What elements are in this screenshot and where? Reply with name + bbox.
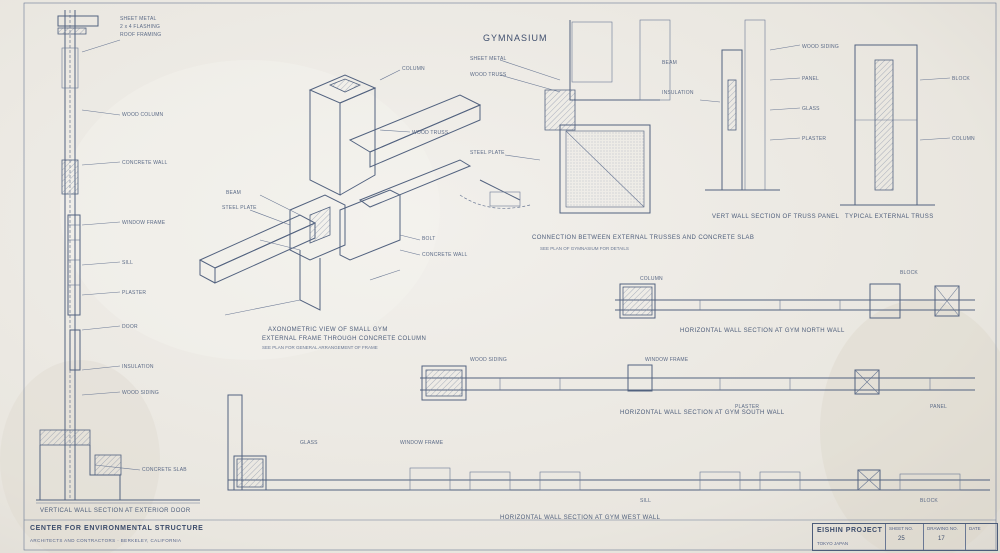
caption-vertical-wall: VERTICAL WALL SECTION AT EXTERIOR DOOR [40,508,191,514]
vertical-wall-section [36,10,200,504]
caption-connection-sub: SEE PLAN OF GYMNASIUM FOR DETAILS [540,246,629,251]
note-label: BEAM [226,190,241,196]
note-label: PLASTER [735,404,760,410]
gym-title: GYMNASIUM [483,33,548,43]
note-label: STEEL PLATE [222,205,257,211]
project-name: EISHIN PROJECT [817,527,883,534]
note-label: 2 x 4 FLASHING [120,24,161,30]
note-label: PANEL [802,76,820,82]
note-label: SILL [122,260,134,266]
note-label: BLOCK [920,498,938,504]
date-label: DATE [969,526,981,531]
note-label: GLASS [300,440,318,446]
firm-subtitle: ARCHITECTS AND CONTRACTORS · BERKELEY, C… [30,538,182,543]
caption-axonometric: AXONOMETRIC VIEW OF SMALL GYM [268,327,388,333]
hws-south [420,364,975,401]
sheet-cell: SHEET NO. 25 [885,524,923,550]
note-label: BLOCK [952,76,970,82]
note-label: PLASTER [802,136,827,142]
note-label: PLASTER [122,290,147,296]
hws-west [227,394,990,491]
note-label: STEEL PLATE [470,150,505,156]
gym-connection-section [459,19,671,214]
project-location: TOKYO JAPAN [817,541,849,546]
note-label: CONCRETE WALL [122,160,168,166]
note-label: SILL [640,498,652,504]
note-label: CONCRETE WALL [422,252,468,258]
note-label: WINDOW FRAME [400,440,444,446]
note-label: INSULATION [122,364,154,370]
note-label: PANEL [930,404,948,410]
caption-axonometric-sub: EXTERNAL FRAME THROUGH CONCRETE COLUMN [262,336,427,342]
note-label: WOOD TRUSS [470,72,507,78]
note-label: WOOD TRUSS [412,130,449,136]
right-wall-section [699,19,801,191]
note-label: INSULATION [662,90,694,96]
paper-stain [0,360,160,553]
caption-truss: TYPICAL EXTERNAL TRUSS [845,214,934,220]
drawing-label: DRAWING NO. [927,526,958,531]
caption-hws-west: HORIZONTAL WALL SECTION AT GYM WEST WALL [500,515,661,521]
caption-hws-north: HORIZONTAL WALL SECTION AT GYM NORTH WAL… [680,328,845,334]
firm-name: CENTER FOR ENVIRONMENTAL STRUCTURE [30,525,204,532]
note-label: COLUMN [402,66,425,72]
axonometric-frame [198,69,482,316]
title-block-box: EISHIN PROJECT TOKYO JAPAN SHEET NO. 25 … [812,523,998,551]
sheet-number: 25 [898,536,905,542]
caption-axonometric-note: SEE PLAN FOR GENERAL ARRANGEMENT OF FRAM… [262,345,378,350]
paper-stain [820,300,1000,553]
note-label: SHEET METAL [470,56,507,62]
note-label: WOOD SIDING [802,44,839,50]
caption-hws-south: HORIZONTAL WALL SECTION AT GYM SOUTH WAL… [620,410,785,416]
note-label: DOOR [122,324,138,330]
typical-truss [840,44,951,206]
note-label: WINDOW FRAME [645,357,689,363]
note-label: WOOD SIDING [470,357,507,363]
note-label: SHEET METAL [120,16,157,22]
note-label: GLASS [802,106,820,112]
note-label: BLOCK [900,270,918,276]
date-cell: DATE [965,524,997,550]
note-label: COLUMN [952,136,975,142]
sheet-label: SHEET NO. [889,526,914,531]
hws-north [615,283,975,319]
sheet-border [23,2,997,551]
drawing-cell: DRAWING NO. 17 [923,524,965,550]
note-label: WOOD COLUMN [122,112,164,118]
note-label: COLUMN [640,276,663,282]
drawing-number: 17 [938,536,945,542]
note-label: ROOF FRAMING [120,32,162,38]
note-label: BEAM [662,60,677,66]
note-label: WINDOW FRAME [122,220,166,226]
note-label: WOOD SIDING [122,390,159,396]
note-label: BOLT [422,236,436,242]
caption-connection: CONNECTION BETWEEN EXTERNAL TRUSSES AND … [532,235,755,241]
caption-vert-wall-rt: VERT WALL SECTION OF TRUSS PANEL [712,214,840,220]
note-label: CONCRETE SLAB [142,467,187,473]
